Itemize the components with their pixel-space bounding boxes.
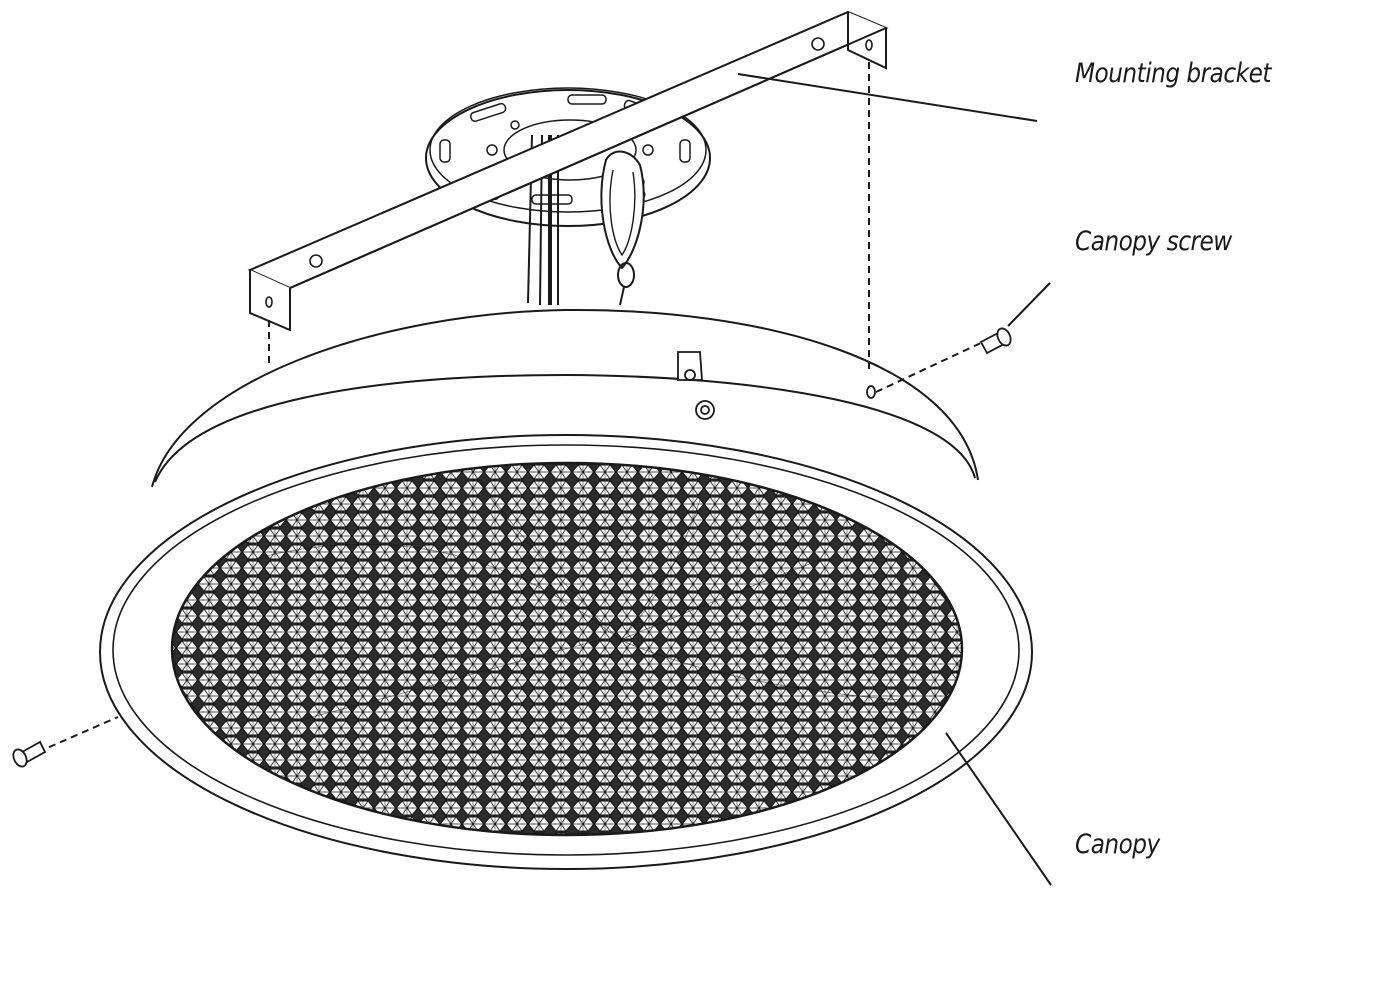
canopy-screw-right (979, 327, 1012, 355)
canopy-screw-label: Canopy screw (1075, 226, 1232, 257)
canopy-label: Canopy (1075, 829, 1160, 860)
leader-canopy-screw (1007, 282, 1051, 327)
mounting-bracket-label: Mounting bracket (1075, 58, 1271, 89)
canopy-upper-rim (151, 308, 979, 488)
canopy-screw-left (12, 740, 47, 768)
mounting-bracket (247, 10, 889, 332)
canopy-inner-trim (112, 444, 1020, 856)
alignment-lines (37, 62, 984, 753)
canopy (99, 308, 1033, 870)
leader-canopy (945, 732, 1052, 886)
diffuser-swirl (249, 479, 901, 721)
canopy-hardware (677, 351, 876, 420)
canopy-upper-rim-inner (154, 373, 976, 483)
leader-mounting-bracket (737, 73, 1038, 122)
safety-hook (600, 150, 645, 270)
